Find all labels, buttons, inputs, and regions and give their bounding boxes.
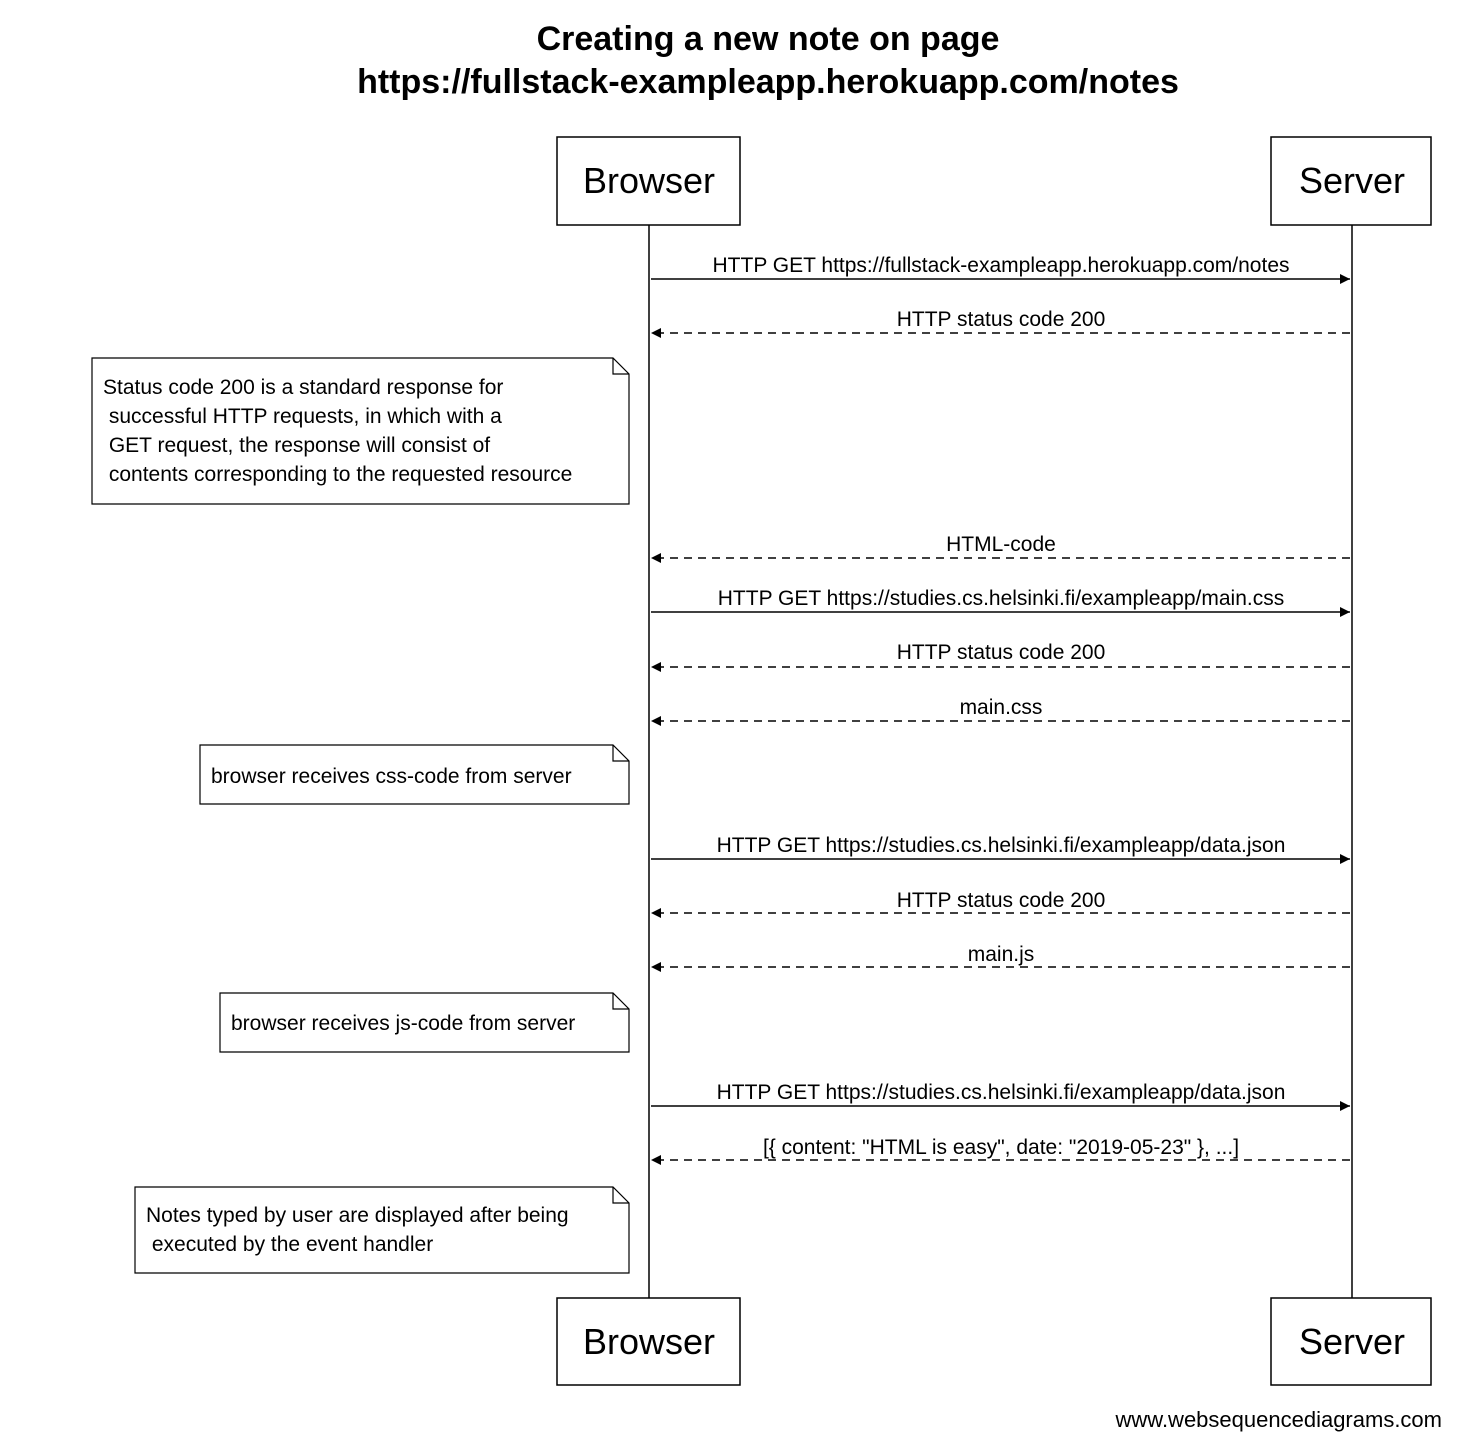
message-8: HTTP status code 200 [651, 889, 1350, 918]
footer-watermark: www.websequencediagrams.com [1115, 1407, 1443, 1432]
note-line: Notes typed by user are displayed after … [146, 1204, 569, 1227]
note-2: browser receives css-code from server [199, 744, 630, 805]
message-3: HTML-code [651, 533, 1350, 563]
diagram-title-line-2: https://fullstack-exampleapp.herokuapp.c… [357, 63, 1179, 101]
message-label: main.js [968, 943, 1035, 966]
participant-browser-bottom-label: Browser [583, 1321, 715, 1362]
message-2: HTTP status code 200 [651, 308, 1350, 338]
participant-server-bottom-label: Server [1299, 1321, 1405, 1362]
note-1: Status code 200 is a standard response f… [91, 357, 630, 505]
message-label: HTTP GET https://studies.cs.helsinki.fi/… [717, 834, 1286, 857]
message-label: HTTP GET https://studies.cs.helsinki.fi/… [717, 1081, 1286, 1104]
message-label: HTTP status code 200 [897, 308, 1106, 331]
participant-browser-top-label: Browser [583, 160, 715, 201]
message-label: HTTP status code 200 [897, 641, 1106, 664]
note-line: browser receives css-code from server [211, 765, 572, 788]
note-line: Status code 200 is a standard response f… [103, 376, 503, 399]
message-11: [{ content: "HTML is easy", date: "2019-… [651, 1136, 1350, 1165]
participant-server-top: Server [1270, 136, 1432, 226]
message-label: HTTP status code 200 [897, 889, 1106, 912]
message-10: HTTP GET https://studies.cs.helsinki.fi/… [651, 1081, 1350, 1111]
participant-server-top-label: Server [1299, 160, 1405, 201]
note-3: browser receives js-code from server [219, 992, 630, 1053]
note-line: browser receives js-code from server [231, 1012, 575, 1035]
note-line: contents corresponding to the requested … [103, 463, 572, 486]
message-9: main.js [651, 943, 1350, 972]
participant-browser-bottom: Browser [556, 1297, 741, 1386]
message-4: HTTP GET https://studies.cs.helsinki.fi/… [651, 587, 1350, 617]
message-label: [{ content: "HTML is easy", date: "2019-… [763, 1136, 1239, 1159]
message-label: HTTP GET https://fullstack-exampleapp.he… [713, 254, 1290, 277]
message-7: HTTP GET https://studies.cs.helsinki.fi/… [651, 834, 1350, 864]
message-label: main.css [960, 696, 1043, 719]
note-line: GET request, the response will consist o… [103, 434, 490, 457]
participant-browser-top: Browser [556, 136, 741, 226]
message-label: HTTP GET https://studies.cs.helsinki.fi/… [718, 587, 1284, 610]
message-label: HTML-code [946, 533, 1056, 556]
participant-server-bottom: Server [1270, 1297, 1432, 1386]
message-6: main.css [651, 696, 1350, 726]
message-1: HTTP GET https://fullstack-exampleapp.he… [651, 254, 1350, 284]
note-line: successful HTTP requests, in which with … [103, 405, 502, 428]
diagram-title-line-1: Creating a new note on page [537, 20, 1000, 58]
message-5: HTTP status code 200 [651, 641, 1350, 672]
note-line: executed by the event handler [146, 1233, 433, 1256]
note-4: Notes typed by user are displayed after … [134, 1186, 630, 1274]
